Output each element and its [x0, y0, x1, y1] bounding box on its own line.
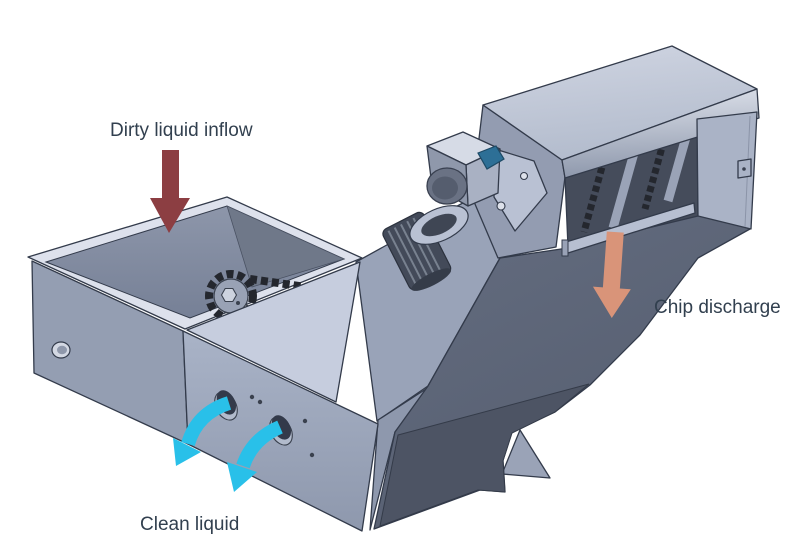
wall-hole-dot — [249, 394, 255, 400]
hood-right-panel — [696, 111, 758, 230]
bracket-bolt — [519, 171, 529, 181]
wall-hole-dot — [302, 418, 308, 424]
bracket-bolt — [496, 201, 506, 211]
chip-discharge-arrow — [592, 231, 631, 319]
sprocket-hub-nut — [220, 287, 238, 303]
clean-arrow-left-curve — [181, 396, 232, 447]
brake-drum-inner — [432, 176, 458, 200]
settling-tank — [27, 196, 379, 532]
dirty-inflow-label: Dirty liquid inflow — [110, 120, 253, 141]
drive-motor — [382, 131, 548, 291]
annotation-labels: Dirty liquid inflow Chip discharge Clean… — [110, 120, 781, 535]
chip-discharge-label: Chip discharge — [654, 297, 781, 318]
drain-plug-inner — [57, 345, 67, 355]
wall-hole-dot — [257, 399, 263, 405]
dirty-inflow-arrow — [150, 150, 190, 233]
tank-interior-right-wall — [226, 205, 346, 288]
discharge-hood — [471, 45, 760, 259]
hub-bolt — [236, 301, 240, 305]
annotation-arrows — [150, 150, 631, 492]
clean-liquid-label: Clean liquid — [140, 514, 239, 535]
hood-front-band — [561, 88, 760, 179]
coupling-blue-part — [477, 145, 505, 170]
tank-cover-plate — [186, 261, 361, 403]
clean-arrow-right-head — [227, 462, 257, 492]
motor-endcap — [411, 268, 452, 291]
motor-collar — [409, 205, 469, 245]
clean-arrow-right-curve — [236, 420, 283, 469]
wall-hole-dot — [309, 452, 315, 458]
chute-lip-endcap — [561, 239, 569, 257]
tab-hole — [742, 167, 746, 171]
drag-chain — [580, 130, 616, 233]
chain-run — [249, 275, 307, 291]
clean-liquid-arrows — [173, 396, 283, 492]
chute-bottom-band — [379, 383, 590, 527]
support-foot — [501, 429, 551, 479]
clean-arrow-left-head — [173, 438, 201, 466]
